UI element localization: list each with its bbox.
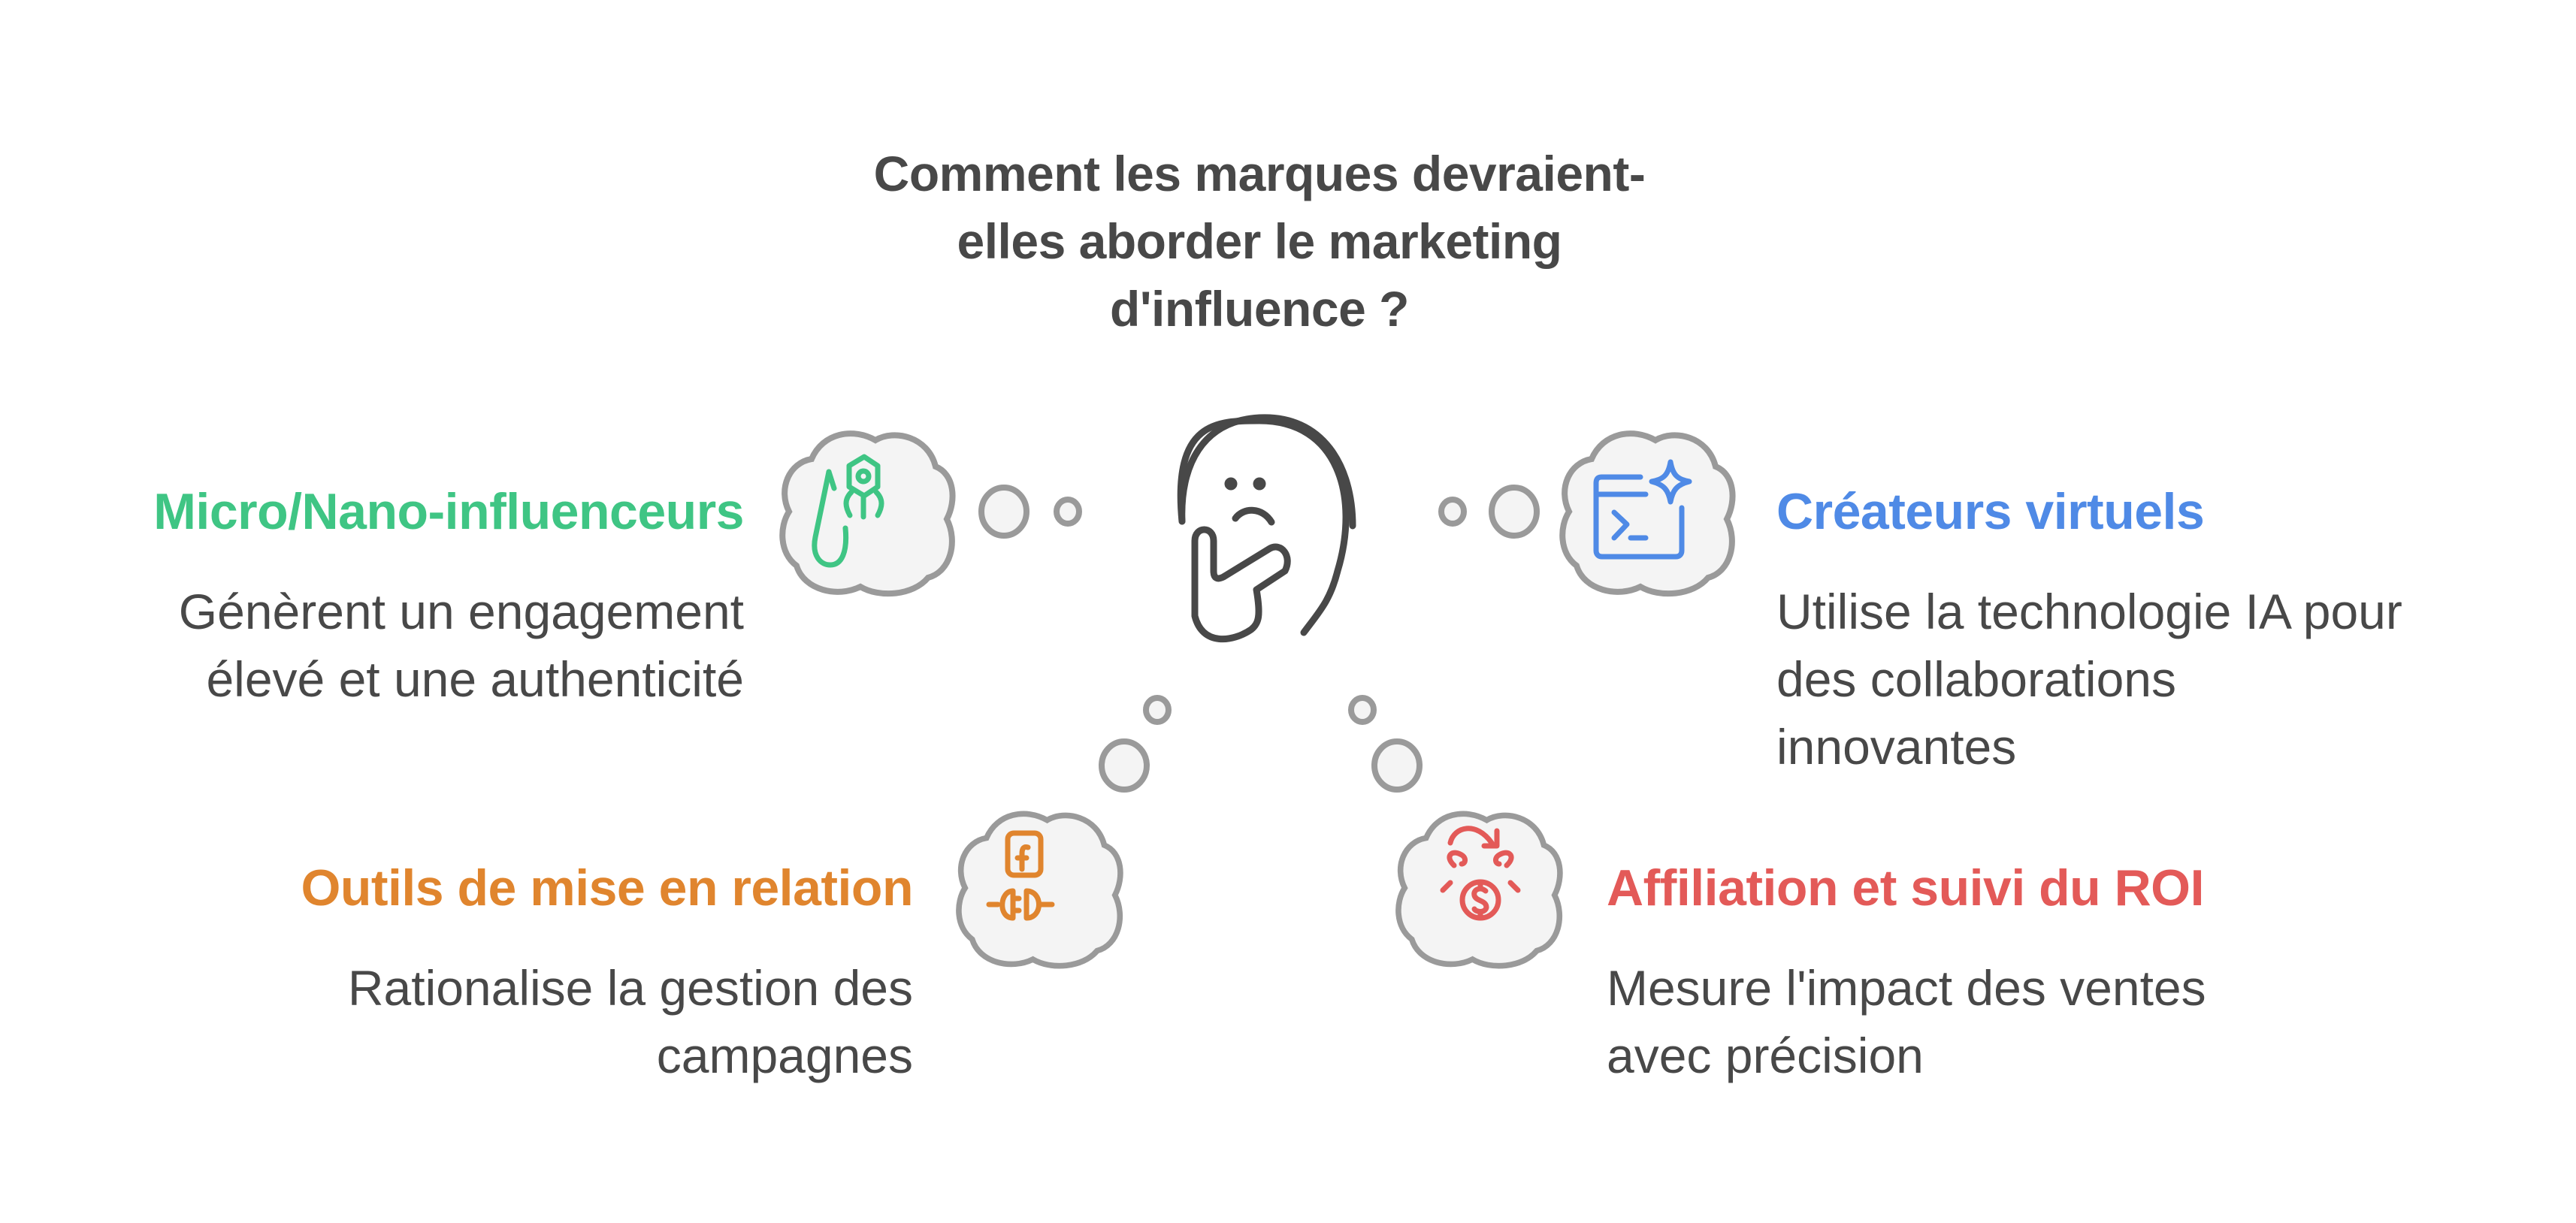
thought-bubbles	[978, 485, 1540, 793]
money-cycle-icon	[1440, 826, 1521, 921]
description-line: Rationalise la gestion des	[347, 960, 913, 1016]
diagram-title: Comment les marques devraient- elles abo…	[809, 140, 1710, 343]
description-line: campagnes	[656, 1028, 913, 1083]
description-line: Mesure l'impact des ventes	[1607, 960, 2206, 1016]
option-heading: Micro/Nano-influenceurs	[153, 483, 744, 540]
option-virtual-creators: Créateurs virtuels Utilise la technologi…	[1776, 482, 2402, 781]
option-description: Utilise la technologie IA pour des colla…	[1776, 578, 2402, 781]
option-micro-nano: Micro/Nano-influenceurs Génèrent un enga…	[153, 482, 744, 713]
description-line: Utilise la technologie IA pour	[1776, 584, 2402, 639]
description-line: des collaborations	[1776, 651, 2176, 707]
cloud-virtual-creators	[1562, 433, 1732, 593]
thinking-face-icon	[1177, 414, 1356, 643]
title-line: Comment les marques devraient-	[873, 146, 1646, 201]
option-description: Rationalise la gestion des campagnes	[301, 954, 913, 1089]
description-line: élevé et une authenticité	[206, 651, 744, 707]
option-affiliate-roi: Affiliation et suivi du ROI Mesure l'imp…	[1607, 858, 2206, 1089]
description-line: Génèrent un engagement	[178, 584, 744, 639]
option-heading: Outils de mise en relation	[301, 859, 913, 916]
cloud-matching-tools	[959, 814, 1120, 965]
title-line: elles aborder le marketing	[957, 213, 1562, 269]
option-description: Génèrent un engagement élevé et une auth…	[153, 578, 744, 713]
fishing-hook-gear-icon	[812, 454, 884, 568]
cloud-affiliate-roi	[1398, 814, 1560, 965]
description-line: innovantes	[1776, 719, 2017, 775]
description-line: avec précision	[1607, 1028, 1924, 1083]
title-line: d'influence ?	[1110, 281, 1409, 337]
option-heading: Créateurs virtuels	[1776, 483, 2205, 540]
option-heading: Affiliation et suivi du ROI	[1607, 859, 2204, 916]
facebook-plug-icon	[986, 830, 1055, 921]
option-description: Mesure l'impact des ventes avec précisio…	[1607, 954, 2206, 1089]
option-matching-tools: Outils de mise en relation Rationalise l…	[301, 858, 913, 1089]
terminal-sparkle-icon	[1593, 459, 1692, 560]
cloud-micro-nano	[782, 433, 952, 593]
